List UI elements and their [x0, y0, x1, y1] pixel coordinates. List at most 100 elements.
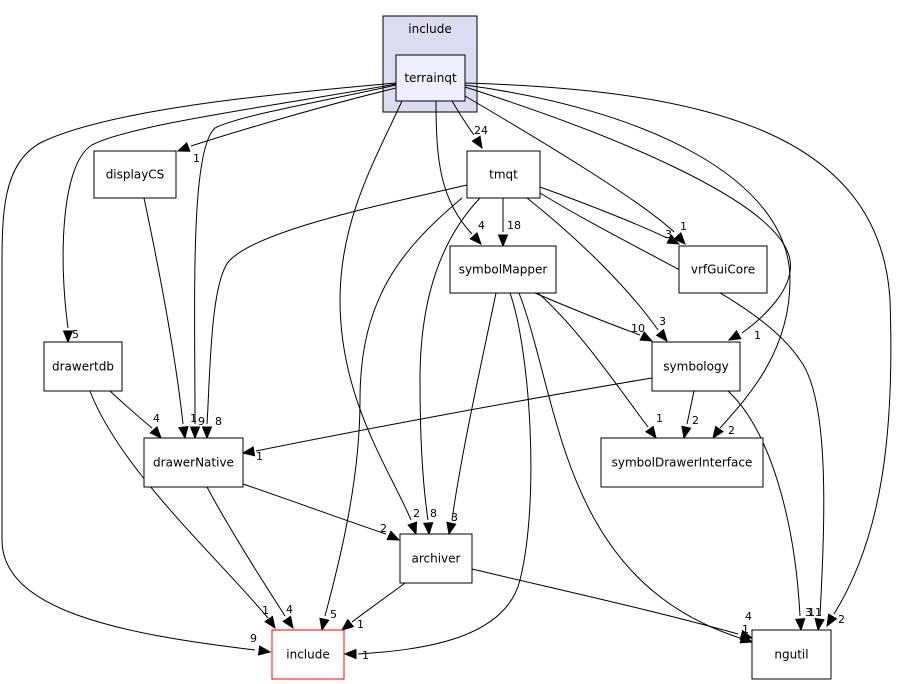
edge-weight-label: 5: [330, 608, 337, 621]
edge-line: [206, 184, 468, 425]
node-tmqt[interactable]: tmqt: [466, 150, 541, 199]
edge-terrainqt-vrfGuiCore[interactable]: 1: [464, 95, 687, 245]
arrowhead: [739, 629, 754, 640]
edge-weight-label: 9: [250, 632, 257, 645]
node-drawerNative[interactable]: drawerNative: [143, 437, 244, 488]
edge-weight-label: 3: [805, 606, 812, 619]
edge-tmqt-vrfGuiCore[interactable]: 3: [539, 186, 681, 245]
arrowhead: [471, 135, 483, 150]
edge-weight-label: 1: [256, 450, 263, 463]
edge-tmqt-symbology[interactable]: 3: [526, 197, 668, 343]
arrowhead: [681, 425, 692, 440]
edge-terrainqt-drawerNative[interactable]: 9: [189, 84, 397, 440]
node-label: symbolDrawerInterface: [612, 456, 753, 470]
arrowhead: [343, 648, 357, 660]
edge-weight-label: 1: [362, 649, 369, 662]
edge-line: [339, 100, 412, 521]
edge-displayCS-drawerNative[interactable]: 1: [143, 197, 197, 440]
edge-weight-label: 4: [153, 412, 160, 425]
edge-terrainqt-symbology[interactable]: 1: [464, 86, 791, 342]
node-archiver[interactable]: archiver: [399, 533, 473, 584]
node-displayCS[interactable]: displayCS: [93, 150, 177, 199]
edge-symbology-symbolDrawerInterface[interactable]: 2: [681, 390, 699, 440]
arrowhead: [673, 231, 686, 245]
edge-terrainqt-displayCS[interactable]: 1: [176, 87, 397, 165]
edge-symbology-ngutil[interactable]: 3: [727, 390, 812, 632]
node-box: [678, 245, 768, 294]
edge-tmqt-include[interactable]: 5: [319, 197, 463, 632]
edge-tmqt-symbolMapper[interactable]: 18: [497, 198, 522, 248]
edge-drawerNative-archiver[interactable]: 2: [242, 483, 401, 541]
edge-weight-label: 11: [808, 606, 822, 619]
edge-line: [464, 95, 675, 233]
edge-weight-label: 8: [430, 507, 437, 520]
node-ngutil[interactable]: ngutil: [751, 629, 832, 680]
arrowhead: [814, 617, 825, 632]
edge-symbolMapper-symbology[interactable]: 10: [534, 292, 654, 342]
arrowhead: [241, 446, 256, 457]
edge-terrainqt-include[interactable]: 9: [1, 82, 397, 656]
edge-line: [1, 82, 397, 651]
edge-weight-label: 1: [742, 623, 749, 636]
node-vrfGuiCore[interactable]: vrfGuiCore: [678, 245, 768, 294]
arrowhead: [422, 522, 434, 536]
edge-symbology-drawerNative[interactable]: 1: [241, 377, 653, 463]
edge-terrainqt-archiver[interactable]: 2: [339, 100, 420, 536]
edge-weight-label: 1: [656, 412, 663, 425]
edge-archiver-include[interactable]: 1: [340, 582, 406, 631]
edge-line: [539, 192, 825, 617]
edge-terrainqt-symbolDrawerInterface[interactable]: 2: [464, 84, 791, 440]
node-label: archiver: [412, 552, 461, 566]
edge-line: [242, 483, 387, 535]
arrowhead: [282, 615, 294, 630]
edge-drawerNative-include[interactable]: 4: [206, 486, 294, 630]
arrowhead: [666, 234, 681, 245]
nodes: terrainqt displayCS tmqt vrfGuiCore symbolMa…: [43, 54, 832, 680]
edge-line: [351, 582, 406, 623]
node-symbolDrawerInterface[interactable]: symbolDrawerInterface: [600, 437, 764, 488]
arrowhead: [446, 521, 457, 536]
edge-drawertdb-include[interactable]: 1: [89, 390, 276, 630]
edge-line: [464, 84, 791, 429]
edge-line: [686, 390, 695, 425]
edge-archiver-ngutil[interactable]: 4: [471, 568, 754, 640]
edge-weight-label: 3: [659, 315, 666, 328]
edge-tmqt-archiver[interactable]: 8: [419, 197, 481, 536]
node-label: tmqt: [489, 168, 518, 182]
arrowhead: [469, 231, 482, 245]
edge-weight-label: 2: [692, 414, 699, 427]
edge-drawertdb-drawerNative[interactable]: 4: [109, 390, 162, 439]
node-box: [600, 437, 764, 488]
node-drawertdb[interactable]: drawertdb: [43, 341, 123, 392]
node-box: [449, 245, 557, 294]
edge-tmqt-drawerNative[interactable]: 8: [201, 184, 468, 440]
edge-weight-label: 10: [631, 322, 645, 335]
arrowhead: [178, 425, 189, 440]
node-symbolMapper[interactable]: symbolMapper: [449, 245, 557, 294]
edge-terrainqt-tmqt[interactable]: 24: [451, 100, 488, 150]
arrowhead: [407, 521, 418, 536]
node-include[interactable]: include: [271, 629, 345, 680]
edge-weight-label: 5: [72, 328, 79, 341]
node-symbology[interactable]: symbology: [651, 341, 741, 392]
edge-line: [518, 292, 741, 639]
node-terrainqt[interactable]: terrainqt: [395, 54, 466, 102]
edge-weight-label: 8: [215, 415, 222, 428]
edge-symbolMapper-archiver[interactable]: 3: [446, 292, 497, 536]
edge-line: [464, 86, 791, 334]
edge-line: [62, 83, 397, 329]
edge-line: [471, 568, 739, 635]
edge-symbolMapper-include[interactable]: 1: [343, 292, 532, 662]
edge-terrainqt-symbolMapper[interactable]: 4: [435, 100, 485, 245]
edge-line: [451, 100, 475, 136]
edge-terrainqt-drawertdb[interactable]: 5: [62, 83, 397, 344]
edge-terrainqt-ngutil[interactable]: 2: [464, 82, 892, 628]
edge-symbolMapper-symbolDrawerInterface[interactable]: 1: [537, 292, 663, 440]
node-box: [466, 150, 541, 199]
edge-line: [255, 377, 653, 452]
node-box: [395, 54, 466, 102]
node-box: [93, 150, 177, 199]
node-label: include: [286, 648, 329, 662]
edge-tmqt-ngutil[interactable]: 11: [539, 192, 825, 632]
